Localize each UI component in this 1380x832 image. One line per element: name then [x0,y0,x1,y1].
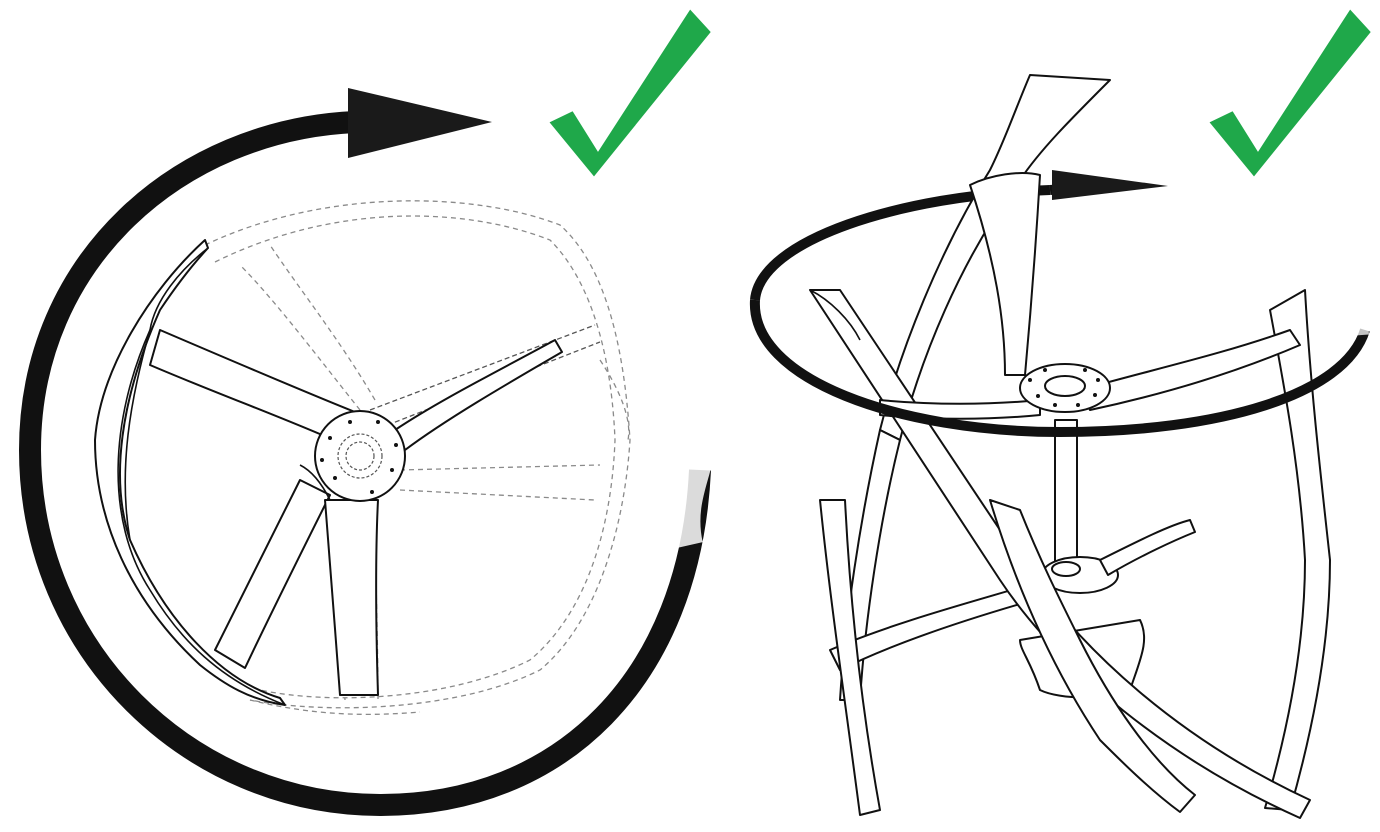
rotation-ring-front [749,299,1370,438]
check-mark-icon [546,6,714,180]
check-mark-icon [1206,6,1374,180]
rotation-arrow-icon [1049,170,1168,200]
top-view-panel [18,6,714,817]
turbine-blades-front [809,172,1311,819]
rotation-arrow-icon [18,88,714,817]
rotation-ring-fade [1353,288,1369,336]
rotor-arms [149,329,563,696]
blade-rim-left [94,239,286,706]
rotor-hub [314,410,406,502]
ghost-rotor-outline [204,200,631,715]
upper-hub [1019,363,1111,413]
perspective-view-panel [749,6,1374,819]
